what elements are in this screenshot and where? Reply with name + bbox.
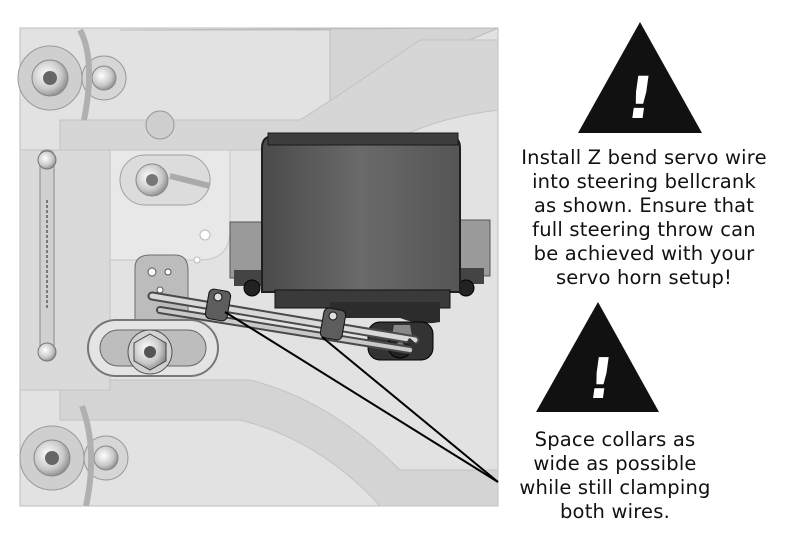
instruction-line: both wires. <box>559 500 671 523</box>
instruction-line: Space collars as <box>534 428 696 451</box>
collar-leader-lines <box>224 311 499 483</box>
instruction-line: be achieved with your <box>533 242 755 265</box>
instruction-line: while still clamping <box>519 476 711 499</box>
instruction-line: full steering throw can <box>532 218 756 241</box>
warning-icon: ! <box>536 302 659 412</box>
warning-icon: ! <box>578 22 702 133</box>
wire-collar <box>204 288 232 322</box>
instruction-line: servo horn setup! <box>555 266 733 289</box>
front-suspension-top <box>17 28 175 140</box>
instruction-line: Install Z bend servo wire <box>521 146 767 169</box>
steering-bellcrank <box>87 254 219 377</box>
instruction-line: into steering bellcrank <box>532 170 756 193</box>
servo-wire-instruction: Install Z bend servo wire into steering … <box>488 146 800 290</box>
steering-servo <box>261 132 461 324</box>
front-suspension-bottom <box>19 404 129 507</box>
servo-link-wires <box>147 291 420 358</box>
steering-turnbuckle <box>37 149 57 362</box>
instruction-line: as shown. Ensure that <box>533 194 755 217</box>
instruction-line: wide as possible <box>533 452 697 475</box>
bellcrank-pivot-top <box>119 154 211 206</box>
collar-spacing-instruction: Space collars as wide as possible while … <box>480 428 750 524</box>
wire-collar <box>319 307 347 341</box>
